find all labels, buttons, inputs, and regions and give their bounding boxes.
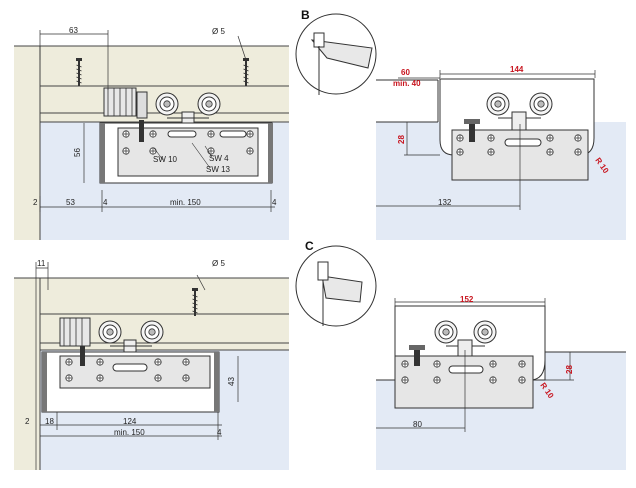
dim-min-40: min. 40 — [393, 79, 421, 88]
dim-2: 2 — [33, 198, 38, 207]
roller-icon — [434, 320, 458, 344]
roller-hanger — [103, 87, 221, 127]
dim-53: 53 — [66, 198, 75, 207]
dim-28: 28 — [565, 365, 574, 374]
dim-152: 152 — [460, 295, 474, 304]
dim-18: 18 — [45, 417, 54, 426]
roller-hanger — [59, 317, 164, 355]
dim-11: 11 — [37, 259, 46, 268]
dim-diameter-5: Ø 5 — [212, 259, 225, 268]
detail-circle — [295, 13, 377, 95]
ceiling-block — [14, 46, 40, 240]
detail-circle — [295, 245, 377, 327]
adjust-bolt — [469, 120, 475, 142]
dim-43: 43 — [227, 377, 236, 386]
panel-bottom-right: C 152 28 R 10 80 — [295, 239, 626, 470]
adjust-bolt — [139, 120, 144, 142]
dim-2: 2 — [25, 417, 30, 426]
roller-icon — [473, 320, 497, 344]
dim-124: 124 — [123, 417, 137, 426]
adjust-bolt — [80, 346, 85, 366]
dim-4: 4 — [217, 428, 222, 437]
dim-diameter-5: Ø 5 — [212, 27, 225, 36]
roller-icon — [529, 92, 553, 116]
roller-icon — [197, 92, 221, 116]
dim-min-150: min. 150 — [170, 198, 201, 207]
dim-144: 144 — [510, 65, 524, 74]
adjust-bolt — [414, 346, 420, 366]
callout-sw13: SW 13 — [206, 165, 231, 174]
roller-icon — [155, 92, 179, 116]
plate-screws — [456, 134, 582, 156]
dim-min-150: min. 150 — [114, 428, 145, 437]
roller-icon — [140, 320, 164, 344]
panel-top-right: B 60 min. 40 144 28 R — [295, 8, 626, 240]
dim-56: 56 — [73, 148, 82, 157]
dim-4: 4 — [272, 198, 277, 207]
roller-icon — [98, 320, 122, 344]
callout-sw4: SW 4 — [209, 154, 229, 163]
plate-screws — [122, 130, 254, 155]
dim-80: 80 — [413, 420, 422, 429]
dim-63: 63 — [69, 26, 78, 35]
section-label-b: B — [301, 8, 310, 22]
callout-sw10: SW 10 — [153, 155, 178, 164]
plate-screws — [401, 360, 526, 384]
dim-4: 4 — [103, 198, 108, 207]
dim-132: 132 — [438, 198, 452, 207]
dim-28: 28 — [397, 135, 406, 144]
section-label-c: C — [305, 239, 314, 253]
roller-icon — [486, 92, 510, 116]
panel-top-left: 63 Ø 5 56 53 min. 150 2 4 4 SW 10 SW 4 S… — [14, 26, 289, 240]
panel-bottom-left: 11 Ø 5 43 2 18 124 min. 150 4 — [14, 259, 289, 470]
plate-screws — [65, 358, 190, 382]
dim-60: 60 — [401, 68, 410, 77]
